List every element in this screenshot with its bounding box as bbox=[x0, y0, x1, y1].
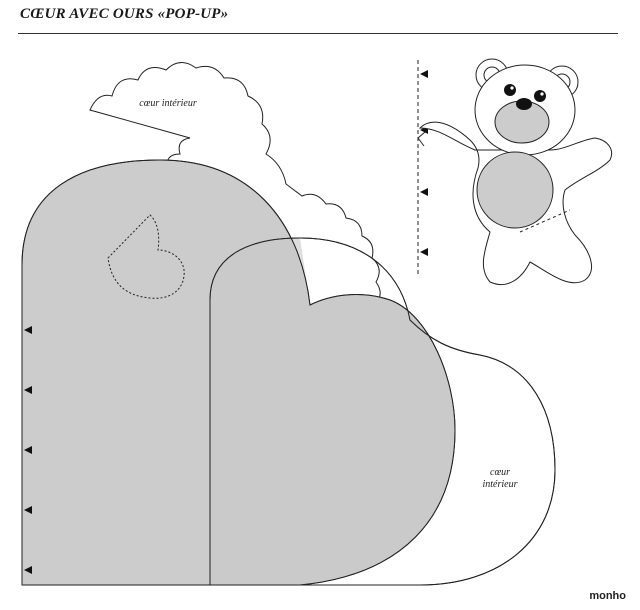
label-line: cœur bbox=[490, 467, 510, 478]
bear-eye-right bbox=[534, 90, 546, 102]
outer-heart-gray-outline bbox=[21, 159, 456, 586]
arrow-marker bbox=[420, 188, 428, 196]
page-title: CŒUR AVEC OURS «POP-UP» bbox=[20, 6, 229, 22]
bear-arm-tip bbox=[417, 131, 426, 147]
outer-heart-white-outline bbox=[209, 237, 556, 586]
eye-highlight bbox=[540, 92, 544, 96]
label-inner-heart-right: cœur intérieur bbox=[460, 467, 540, 491]
bear-eye-left bbox=[504, 84, 516, 96]
bear-belly bbox=[476, 151, 554, 229]
label-inner-heart-top: cœur intérieur bbox=[139, 98, 197, 109]
label-line: intérieur bbox=[482, 479, 518, 490]
arrow-marker bbox=[24, 506, 32, 514]
overlap-region bbox=[210, 238, 455, 585]
credit-watermark: monho bbox=[589, 590, 626, 602]
eye-highlight bbox=[510, 86, 514, 90]
arrow-marker bbox=[24, 386, 32, 394]
title-rule bbox=[18, 33, 618, 34]
arrow-marker bbox=[420, 248, 428, 256]
teddy-bear bbox=[417, 58, 613, 285]
arrow-marker bbox=[24, 566, 32, 574]
fold-arrows bbox=[24, 70, 428, 574]
dotted-pocket-outline bbox=[107, 214, 185, 299]
arrow-marker bbox=[24, 446, 32, 454]
bear-nose bbox=[516, 98, 532, 110]
arrow-marker bbox=[420, 70, 428, 78]
arrow-marker bbox=[24, 326, 32, 334]
